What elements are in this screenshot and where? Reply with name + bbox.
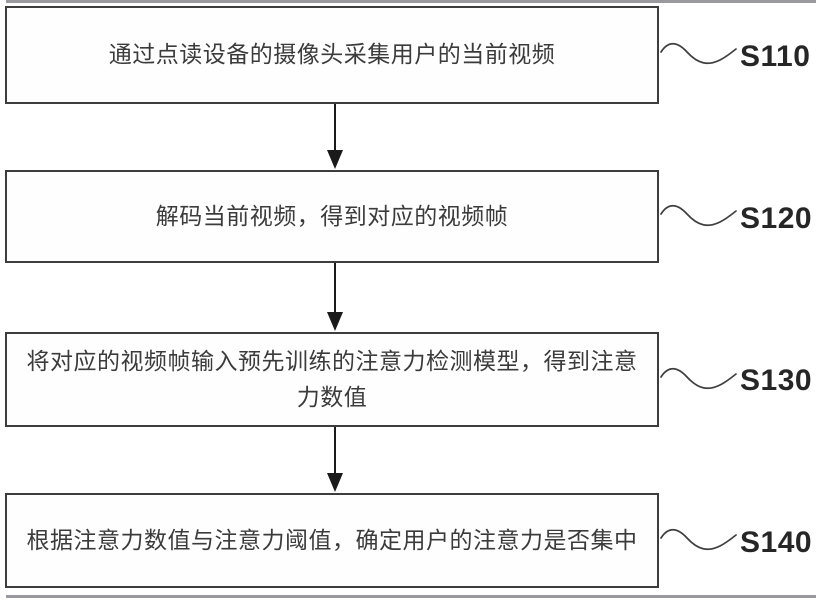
- tilde-line-icon: [660, 42, 737, 65]
- step-box-s140: 根据注意力数值与注意力阈值，确定用户的注意力是否集中: [5, 493, 659, 588]
- step-label-s110: S110: [740, 40, 811, 73]
- arrow-shaft: [334, 427, 336, 475]
- tilde-line-icon: [660, 204, 737, 227]
- arrow-head-icon: [327, 150, 343, 169]
- arrow-shaft: [334, 104, 336, 152]
- tilde-line-icon: [660, 367, 737, 390]
- step-box-s130: 将对应的视频帧输入预先训练的注意力检测模型，得到注意力数值: [5, 332, 659, 427]
- step-label-s120: S120: [740, 202, 813, 235]
- arrow-shaft: [334, 263, 336, 314]
- step-label-s140: S140: [740, 526, 813, 559]
- flow-arrow-2-3: [326, 263, 344, 332]
- step-label-s130: S130: [740, 364, 813, 397]
- bottom-crop-rule: [6, 595, 816, 598]
- squiggle-connector-s110: [660, 40, 738, 70]
- tilde-line-icon: [660, 528, 737, 551]
- step-text-s140: 根据注意力数值与注意力阈值，确定用户的注意力是否集中: [26, 527, 638, 553]
- step-text-s110: 通过点读设备的摄像头采集用户的当前视频: [108, 42, 556, 67]
- arrow-head-icon: [327, 312, 343, 331]
- arrow-head-icon: [327, 473, 343, 492]
- flow-arrow-3-4: [326, 427, 344, 493]
- step-box-s110: 通过点读设备的摄像头采集用户的当前视频: [5, 6, 659, 104]
- squiggle-connector-s140: [660, 526, 738, 556]
- squiggle-connector-s130: [660, 365, 738, 395]
- top-crop-rule: [6, 0, 816, 3]
- step-text-s130: 将对应的视频帧输入预先训练的注意力检测模型，得到注意力数值: [26, 348, 638, 410]
- step-box-s120: 解码当前视频，得到对应的视频帧: [5, 170, 659, 263]
- step-text-s120: 解码当前视频，得到对应的视频帧: [155, 203, 509, 229]
- squiggle-connector-s120: [660, 202, 738, 232]
- flow-arrow-1-2: [326, 104, 344, 170]
